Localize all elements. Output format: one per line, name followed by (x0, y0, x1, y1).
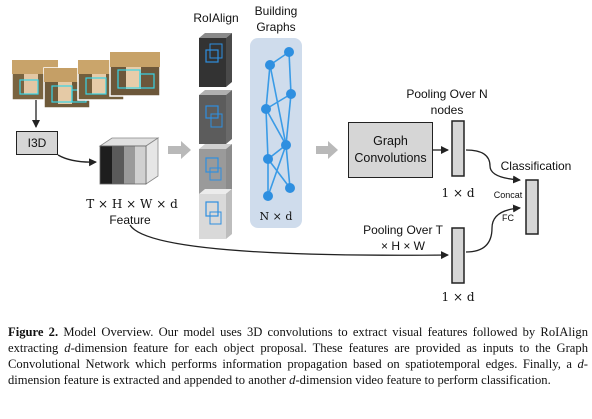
pooling-nodes-label: Pooling Over N nodes (406, 87, 488, 117)
feature-label: Feature (109, 213, 151, 227)
fc-label: FC (502, 213, 514, 223)
caption-text-3: -dimension feature is extracted and appe… (8, 357, 588, 387)
caption-text-4: -dimension video feature to perform clas… (295, 373, 551, 387)
caption-text-2: -dimension feature for each object propo… (8, 341, 588, 371)
caption-text-1: Model Overview. Our model uses 3D convol… (8, 325, 588, 355)
concat-label: Concat (493, 190, 523, 200)
caption-d-3: d (289, 373, 296, 387)
classification-label: Classification (500, 159, 572, 173)
i3d-label: I3D (27, 136, 47, 150)
pooling-thw-label: Pooling Over T × H × W (363, 223, 443, 253)
arrow-graph-to-gcn (316, 141, 338, 159)
arrow-i3d-to-feature (57, 154, 97, 167)
graph-dims-label: N × d (259, 210, 293, 223)
classifier-vector (525, 179, 539, 235)
pooled-dim-top-label: 1 × d (441, 186, 475, 200)
caption-prefix: Figure 2. (8, 325, 59, 339)
pooled-dim-bottom-label: 1 × d (441, 290, 475, 304)
arrow-pool-to-classifier (465, 149, 521, 184)
graph-nodes (261, 47, 296, 201)
building-graphs-label: Building Graphs (254, 4, 298, 34)
feature-volume (98, 137, 160, 185)
graph-panel (250, 38, 302, 228)
graph-conv-label: Graph Convolutions (354, 134, 427, 165)
roialign-label: RoIAlign (193, 11, 239, 25)
pooled-video-vector (451, 227, 465, 284)
model-diagram (11, 33, 539, 284)
roialign-features (199, 33, 232, 239)
feature-dims-label: T × H × W × d (86, 197, 178, 211)
figure-caption: Figure 2. Model Overview. Our model uses… (8, 324, 588, 388)
caption-d-1: d (64, 341, 71, 355)
pooled-node-vector (451, 120, 465, 177)
graph-conv-box: Graph Convolutions (348, 122, 433, 178)
arrow-video-to-classifier (465, 204, 521, 253)
arrow-feature-to-thw-pool (129, 224, 449, 260)
i3d-box: I3D (16, 131, 58, 155)
video-frames (11, 51, 161, 109)
caption-d-2: d (577, 357, 584, 371)
arrow-feature-to-roialign (168, 141, 191, 159)
